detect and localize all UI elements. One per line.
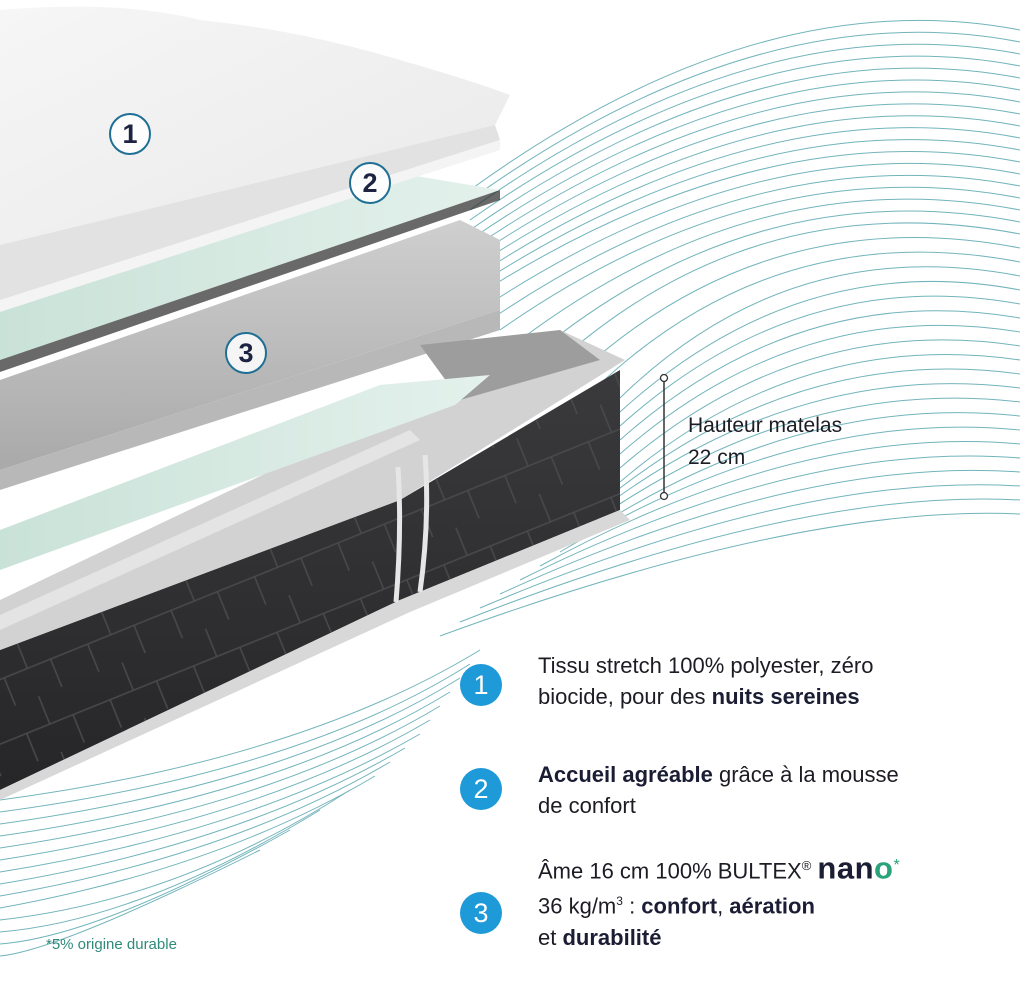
feature-text-1: Tissu stretch 100% polyester, zéro bioci…	[538, 650, 873, 712]
bold-text: Accueil agréable	[538, 762, 713, 787]
text: :	[622, 893, 642, 919]
text: et	[538, 924, 563, 950]
feature-badge-1: 1	[460, 664, 502, 706]
mattress-base	[0, 330, 630, 800]
feature-line: Accueil agréable grâce à la mousse	[538, 759, 899, 790]
feature-item-1: 1 Tissu stretch 100% polyester, zéro bio…	[460, 653, 1000, 712]
bold-text: nuits sereines	[711, 684, 860, 709]
text: 36 kg/m	[538, 893, 617, 919]
asterisk: *	[893, 857, 900, 874]
feature-text-3: Âme 16 cm 100% BULTEX® nano* 36 kg/m3 : …	[538, 850, 900, 953]
text: ,	[717, 893, 730, 919]
feature-line: Âme 16 cm 100% BULTEX® nano*	[538, 850, 900, 886]
superscript: 3	[616, 894, 623, 909]
layer-callout-1: 1	[109, 113, 151, 155]
bold-text: confort	[641, 893, 718, 919]
wave-lines-decoration	[0, 19, 1020, 957]
height-value: 22 cm	[688, 446, 746, 469]
feature-item-2: 2 Accueil agréable grâce à la mousse de …	[460, 762, 1000, 821]
feature-item-3: 3 Âme 16 cm 100% BULTEX® nano* 36 kg/m3 …	[460, 852, 1000, 953]
feature-line: de confort	[538, 793, 636, 818]
feature-line: biocide, pour des nuits sereines	[538, 681, 873, 712]
bold-text: durabilité	[562, 924, 662, 950]
brand-suffix: o	[874, 850, 894, 886]
feature-text-2: Accueil agréable grâce à la mousse de co…	[538, 759, 899, 821]
text: grâce à la mousse	[712, 762, 899, 787]
callout-number: 2	[362, 168, 378, 198]
layer-callout-3: 3	[225, 332, 267, 374]
text: Âme 16 cm 100% BULTEX	[538, 858, 802, 884]
feature-line: et durabilité	[538, 922, 900, 953]
height-label: Hauteur matelas	[688, 414, 843, 437]
layer-callout-2: 2	[349, 162, 391, 204]
feature-line: 36 kg/m3 : confort, aération	[538, 886, 900, 921]
height-dimension-marker-icon	[659, 373, 669, 501]
bold-text: aération	[729, 893, 815, 919]
comfort-foam-layer	[0, 175, 500, 372]
text: biocide, pour des	[538, 684, 712, 709]
footnote: *5% origine durable	[46, 936, 177, 953]
feature-badge-3: 3	[460, 892, 502, 934]
registered-mark: ®	[801, 858, 812, 873]
feature-badge-2: 2	[460, 768, 502, 810]
brand-prefix: nan	[817, 850, 875, 886]
feature-line: Tissu stretch 100% polyester, zéro	[538, 653, 874, 678]
lower-comfort-layer	[0, 375, 490, 570]
callout-number: 3	[238, 338, 254, 368]
height-annotation: Hauteur matelas 22 cm	[688, 410, 842, 474]
callout-number: 1	[122, 119, 138, 149]
brand-logo-nano: nano	[817, 850, 893, 885]
